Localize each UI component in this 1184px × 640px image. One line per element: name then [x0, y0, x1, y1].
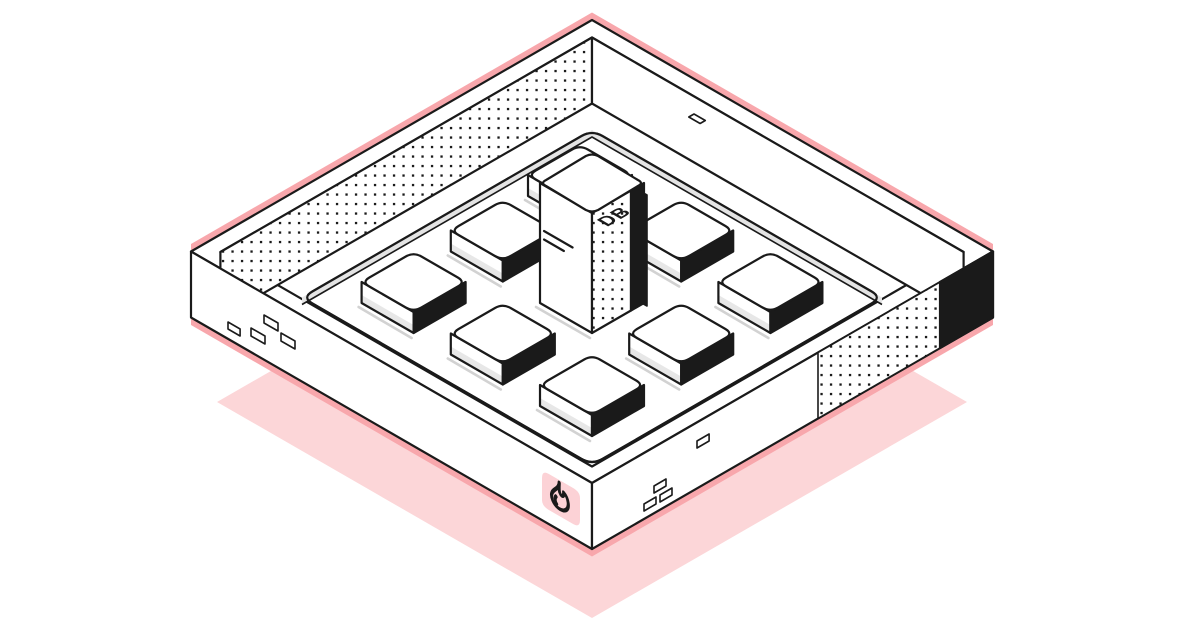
- block-face-left-shade: [540, 398, 592, 436]
- sitemap-icon: [250, 314, 296, 350]
- service-block: [535, 356, 646, 443]
- block-face-left-shade: [450, 346, 503, 385]
- accent-stripe-top-right: [592, 12, 993, 252]
- block-cast-shadow-line: [714, 305, 770, 340]
- block-face-left-shade: [361, 295, 414, 333]
- vent-slot-icon: [687, 113, 707, 125]
- tower-face-right-dark-edge: [629, 181, 646, 312]
- block-top-face: [542, 356, 642, 414]
- service-block: [446, 201, 556, 288]
- service-block: [446, 304, 556, 391]
- tower-label-lines: [542, 229, 574, 253]
- block-top-face: [632, 304, 731, 363]
- service-block: [714, 253, 824, 340]
- db-tower: DB: [534, 153, 648, 340]
- tower-cast-shadow-line: [534, 305, 592, 340]
- block-cast-shadow-line: [446, 254, 503, 288]
- vent-slot-icon: [227, 321, 241, 337]
- accent-stripes: [191, 12, 993, 557]
- block-top-face: [721, 253, 820, 311]
- block-cast-shadow-line: [357, 305, 413, 340]
- block-face-left-shade: [718, 295, 771, 333]
- accent-stripe-bottom-right: [592, 317, 993, 557]
- recess-wall-base-line: [301, 136, 883, 306]
- block-top-face: [453, 201, 552, 260]
- service-block: [357, 253, 467, 340]
- accent-stripe-top-left: [191, 12, 592, 252]
- recess-rim-line: [306, 131, 878, 464]
- outer-face-corner-dark-section: [938, 250, 995, 350]
- recess-wall-right: [592, 130, 882, 305]
- accent-stripe-bottom-left: [191, 317, 592, 557]
- recess-wall-left: [302, 130, 592, 305]
- block-cast-shadow-line: [624, 357, 681, 391]
- block-top-face: [453, 304, 552, 363]
- blocks-layer: DB: [357, 146, 824, 443]
- block-face-left-shade: [629, 346, 682, 385]
- sitemap-icon: [643, 478, 673, 512]
- flame-icon: [550, 480, 570, 513]
- vent-slot-icon: [696, 433, 710, 449]
- block-face-left-shade: [450, 243, 503, 282]
- block-cast-shadow-line: [446, 357, 503, 391]
- badge-background: [542, 472, 580, 526]
- surface-glyphs: [227, 113, 710, 512]
- block-cast-shadow-line: [535, 408, 592, 443]
- logo-badge: [542, 472, 580, 526]
- block-top-face: [364, 253, 463, 311]
- service-block: [624, 304, 735, 391]
- tower-top-face: [541, 153, 643, 213]
